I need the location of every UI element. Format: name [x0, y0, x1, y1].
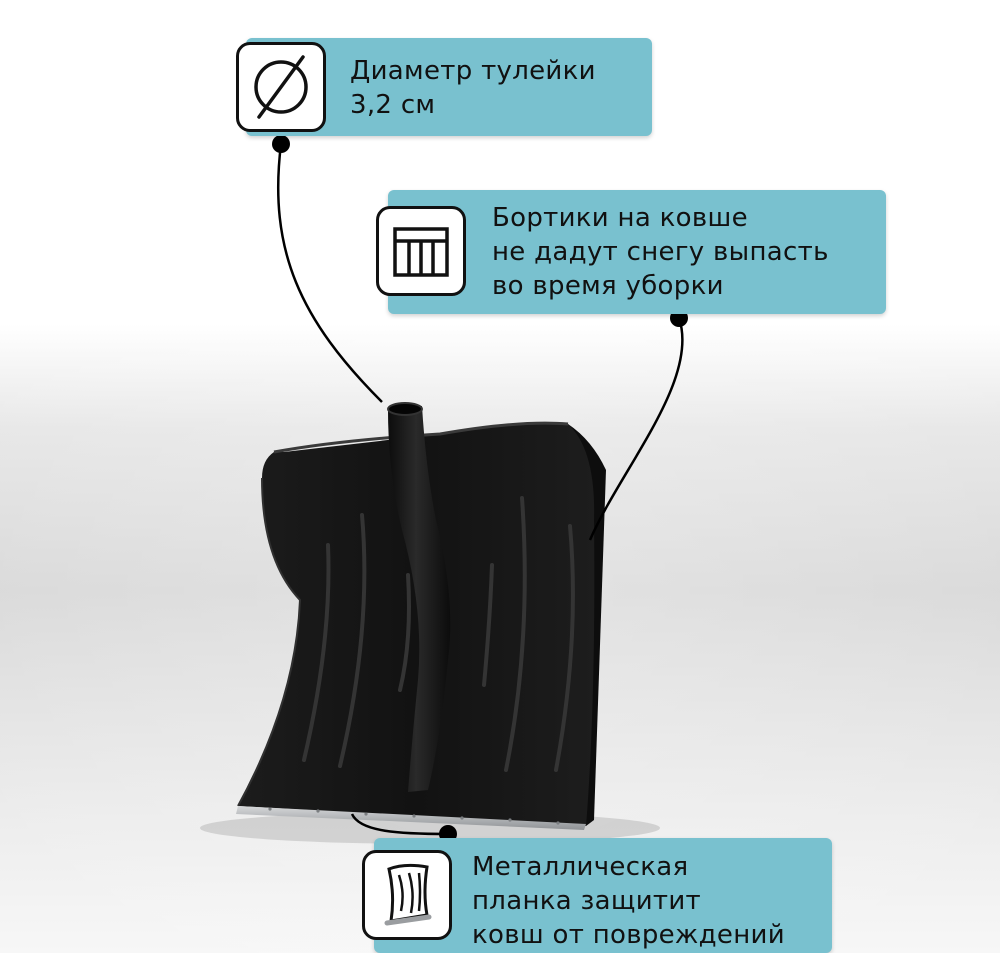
- diameter-line-2: 3,2 см: [350, 90, 436, 120]
- sides-line-1: Бортики на ковше: [492, 203, 748, 233]
- connector-sides: [588, 317, 684, 541]
- callout-diameter-icon-frame: [236, 42, 326, 132]
- metal-strip-icon: [384, 863, 432, 926]
- connector-lines: [277, 143, 684, 836]
- socket-opening: [387, 402, 423, 416]
- metal-strip: [236, 806, 586, 830]
- bucket: [238, 422, 595, 826]
- callout-blade-icon-frame: [362, 850, 452, 940]
- blade-line-1: Металлическая: [472, 852, 689, 882]
- bucket-sides-icon: [393, 227, 449, 277]
- callout-sides: [388, 190, 886, 314]
- connector-blade: [350, 813, 449, 836]
- blade-line-3: ковш от повреждений: [472, 920, 785, 950]
- connector-dot-diameter: [272, 135, 290, 153]
- diameter-icon: [254, 55, 308, 119]
- handle-socket: [388, 405, 451, 792]
- sides-line-3: во время уборки: [492, 271, 724, 301]
- callout-sides-icon-frame: [376, 206, 466, 296]
- sides-line-2: не дадут снегу выпасть: [492, 237, 829, 267]
- snow-shovel: [236, 402, 606, 830]
- connector-diameter: [277, 143, 383, 403]
- blade-line-2: планка защитит: [472, 886, 701, 916]
- diameter-line-1: Диаметр тулейки: [350, 56, 596, 86]
